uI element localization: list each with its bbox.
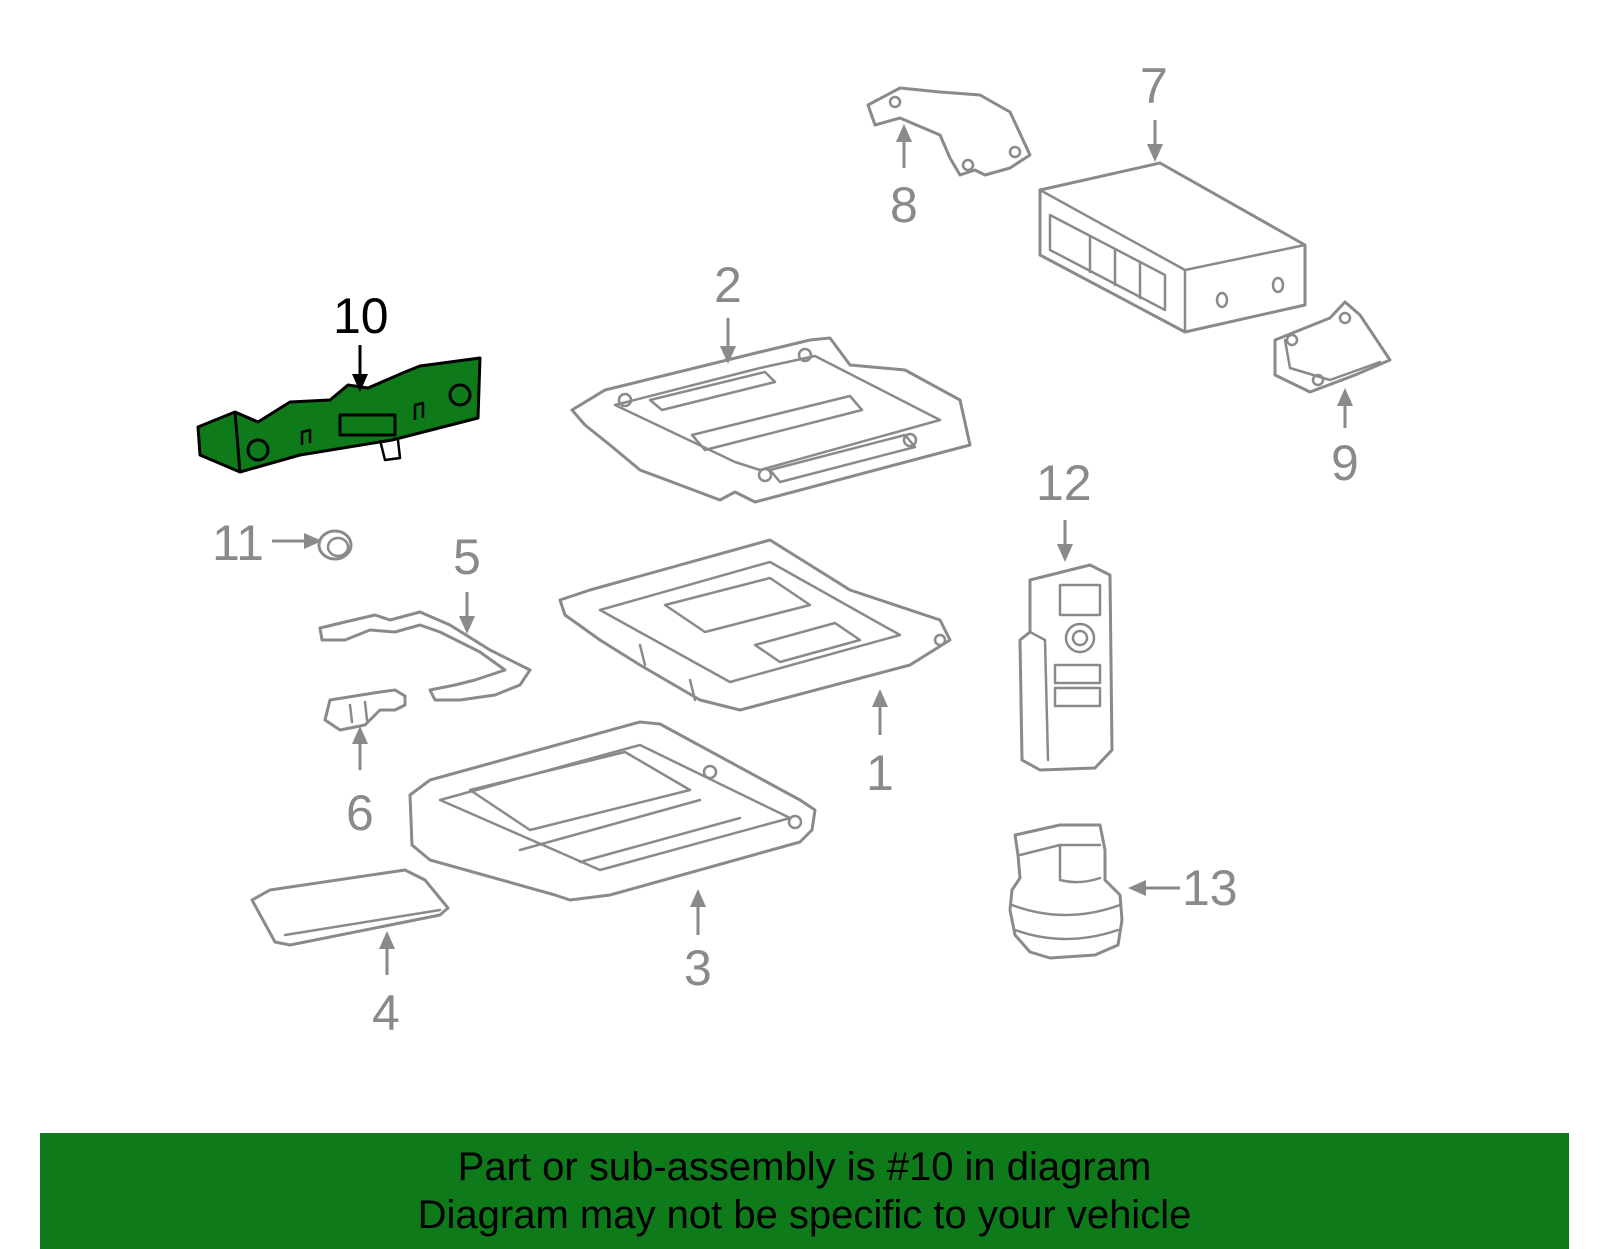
arrowhead-6 (352, 726, 368, 744)
banner-line-1: Part or sub-assembly is #10 in diagram (457, 1145, 1152, 1189)
arrowhead-2 (720, 346, 736, 364)
callout-1: 1 (866, 745, 894, 801)
part-1-frame (558, 538, 952, 712)
callout-11: 11 (212, 515, 264, 571)
callout-5: 5 (453, 529, 481, 585)
part-10-highlighted[interactable] (196, 356, 482, 474)
part-5-wire (318, 610, 532, 702)
info-banner: Part or sub-assembly is #10 in diagram D… (40, 1133, 1569, 1249)
part-4-lens (250, 868, 450, 947)
callout-9: 9 (1331, 435, 1359, 491)
arrowhead-10 (352, 374, 368, 392)
arrowhead-5 (459, 616, 475, 634)
arrowhead-3 (690, 889, 706, 907)
part-2-bracket (570, 336, 972, 504)
callout-10: 10 (333, 288, 389, 344)
arrowhead-4 (379, 931, 395, 949)
part-11-clip (317, 529, 353, 561)
part-12-remote (1018, 563, 1114, 772)
arrowhead-7 (1147, 144, 1163, 162)
callout-12: 12 (1036, 455, 1092, 511)
callout-2: 2 (714, 257, 742, 313)
arrowhead-12 (1057, 544, 1073, 562)
part-6-bulb (323, 688, 407, 732)
callout-13: 13 (1182, 860, 1238, 916)
callout-6: 6 (346, 785, 374, 841)
arrowhead-11 (304, 533, 322, 549)
part-13-socket (1008, 823, 1124, 960)
arrowhead-1 (872, 689, 888, 707)
callout-7: 7 (1140, 58, 1168, 114)
arrowhead-9 (1337, 388, 1353, 406)
part-9-bracket (1273, 300, 1392, 394)
banner-line-2: Diagram may not be specific to your vehi… (417, 1193, 1192, 1237)
part-7-module (1038, 161, 1307, 334)
arrowhead-13 (1128, 880, 1146, 896)
part-8-bracket (866, 86, 1032, 177)
part-3-housing (408, 720, 817, 902)
callout-8: 8 (890, 177, 918, 233)
arrowhead-8 (896, 124, 912, 142)
callout-3: 3 (684, 940, 712, 996)
callout-4: 4 (372, 985, 400, 1041)
